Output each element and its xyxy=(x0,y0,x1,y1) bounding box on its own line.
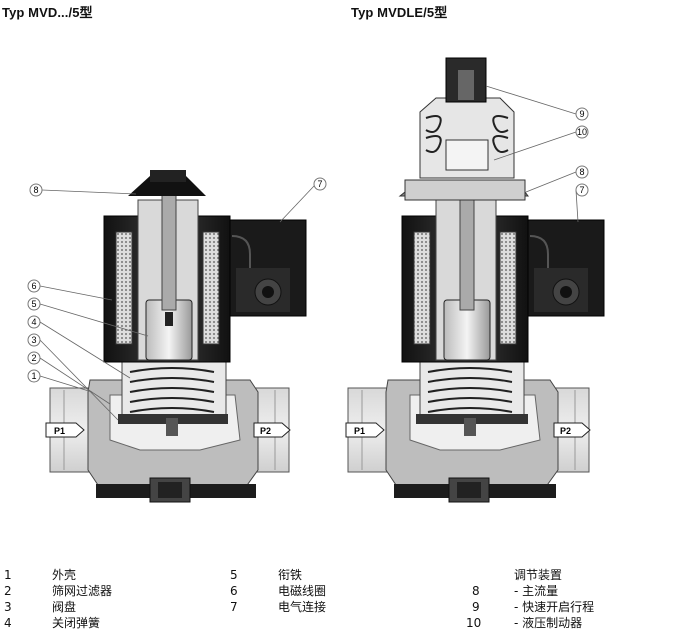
svg-text:4: 4 xyxy=(31,317,36,327)
legend-number: 7 xyxy=(230,600,238,614)
callout-left-7: 7 xyxy=(313,177,327,191)
svg-text:1: 1 xyxy=(31,371,36,381)
legend-item: 10 - 液压制动器 xyxy=(466,615,668,631)
top-cap xyxy=(128,176,206,196)
legend-label: 外壳 xyxy=(52,568,77,582)
inlet-port-label: P1 xyxy=(45,422,85,438)
callout-left-6: 6 xyxy=(27,279,41,293)
closing-spring xyxy=(427,367,513,413)
right-valve: P1 P2 9 10 8 7 xyxy=(345,57,605,503)
legend-item: 8 - 主流量 xyxy=(468,583,668,599)
quick-opening-spring xyxy=(425,115,509,153)
svg-text:P1: P1 xyxy=(354,426,365,436)
callout-left-1: 1 xyxy=(27,369,41,383)
adjusting-device-heading: 调节装置 xyxy=(514,568,563,582)
legend-number: 8 xyxy=(472,584,480,598)
callout-left-4: 4 xyxy=(27,315,41,329)
svg-text:10: 10 xyxy=(577,127,587,137)
legend-number: 5 xyxy=(230,568,238,582)
svg-text:8: 8 xyxy=(579,167,584,177)
legend-label: - 主流量 xyxy=(514,584,559,598)
left-valve: P1 P2 8 7 6 5 4 3 2 1 xyxy=(27,170,327,503)
callout-right-10: 10 xyxy=(575,125,589,139)
callout-left-8: 8 xyxy=(29,183,43,197)
svg-text:P1: P1 xyxy=(54,426,65,436)
legend-number: 4 xyxy=(4,616,12,630)
legend-number: 1 xyxy=(4,568,12,582)
right-valve-title: Typ MVDLE/5型 xyxy=(351,5,448,20)
coil-winding-right xyxy=(499,231,517,345)
callout-right-7: 7 xyxy=(575,183,589,197)
callout-left-5: 5 xyxy=(27,297,41,311)
legend-number: 2 xyxy=(4,584,12,598)
outlet-port-label: P2 xyxy=(253,422,291,438)
coil-winding-left xyxy=(115,231,133,345)
closing-spring xyxy=(129,367,215,413)
coil-winding-left xyxy=(413,231,431,345)
legend-item: 9 - 快速开启行程 xyxy=(468,599,668,615)
legend-label: 阀盘 xyxy=(52,600,77,614)
svg-text:P2: P2 xyxy=(560,426,571,436)
callout-right-9: 9 xyxy=(575,107,589,121)
svg-text:2: 2 xyxy=(31,353,36,363)
callout-right-8: 8 xyxy=(575,165,589,179)
coil-winding-right xyxy=(202,231,220,345)
legend-label: 电气连接 xyxy=(278,600,327,614)
svg-text:8: 8 xyxy=(33,185,38,195)
legend-label: 电磁线圈 xyxy=(278,584,327,598)
svg-text:7: 7 xyxy=(317,179,322,189)
legend-label: 关闭弹簧 xyxy=(52,616,101,630)
legend-number: 6 xyxy=(230,584,238,598)
legend-column-3: 调节装置 8 - 主流量 9 - 快速开启行程 10 - 液压制动器 xyxy=(466,567,668,631)
callout-left-2: 2 xyxy=(27,351,41,365)
legend-label: 衔铁 xyxy=(278,568,303,582)
hydraulic-damper xyxy=(445,139,489,171)
left-valve-title: Typ MVD.../5型 xyxy=(2,5,93,20)
callout-left-3: 3 xyxy=(27,333,41,347)
svg-text:6: 6 xyxy=(31,281,36,291)
svg-text:3: 3 xyxy=(31,335,36,345)
legend-header: 调节装置 xyxy=(468,567,668,583)
legend-number: 10 xyxy=(466,616,482,630)
legend-label: - 快速开启行程 xyxy=(514,600,595,614)
svg-text:7: 7 xyxy=(579,185,584,195)
legend-number: 3 xyxy=(4,600,12,614)
svg-text:9: 9 xyxy=(579,109,584,119)
svg-text:P2: P2 xyxy=(260,426,271,436)
inlet-port-label: P1 xyxy=(345,422,385,438)
valve-cross-section-drawing: P1 P2 8 7 6 5 4 3 2 1 xyxy=(27,57,605,503)
legend-number: 9 xyxy=(472,600,480,614)
legend-label: 筛网过滤器 xyxy=(52,584,113,598)
outlet-port-label: P2 xyxy=(553,422,591,438)
legend-label: - 液压制动器 xyxy=(514,616,583,630)
hydraulic-brake-housing xyxy=(419,97,515,179)
svg-text:5: 5 xyxy=(31,299,36,309)
